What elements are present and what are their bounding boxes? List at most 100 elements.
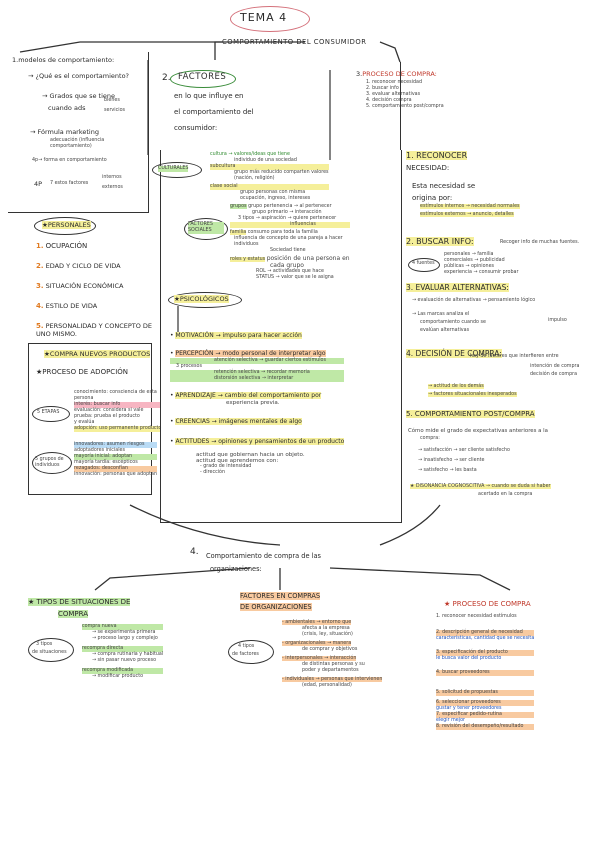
s3-title: 3. EVALUAR ALTERNATIVAS: <box>406 283 509 292</box>
etapas-oval <box>32 406 70 422</box>
c2-subtitle: DE ORGANIZACIONES <box>240 603 312 611</box>
factores-org-oval <box>228 640 274 664</box>
fuentes-oval <box>408 258 440 272</box>
proceso-title: 3.PROCESO DE COMPRA: <box>356 70 437 78</box>
personales-item: 5. PERSONALIDAD Y CONCEPTO DE UNO MISMO. <box>36 322 153 338</box>
c1-d: de situaciones <box>32 650 67 655</box>
culturales-oval <box>152 162 202 178</box>
personales-list: 1. OCUPACIÓN 2. EDAD Y CICLO DE VIDA 3. … <box>36 238 156 338</box>
s5-b: Cómo mide el grado de expectativas anter… <box>408 428 548 434</box>
q5a: 4P <box>34 180 43 188</box>
s1-desc2: origina por: <box>412 194 453 202</box>
grupos-oval <box>32 452 72 474</box>
modelos-box <box>8 52 149 213</box>
q3b: comportamiento) <box>50 144 92 149</box>
modelos-heading: 1.modelos de comportamiento: <box>12 56 115 64</box>
s4-d: decisión de compra <box>530 372 578 377</box>
org-title: Comportamiento de compra de las <box>206 552 321 560</box>
q2a: → Grados que se tiene <box>42 92 115 100</box>
personales-oval <box>34 217 96 235</box>
proceso-divider <box>400 62 402 150</box>
q4: 4p→ forma en comportamiento <box>32 158 107 163</box>
s2-title: 2. BUSCAR INFO: <box>406 237 474 246</box>
s4-e: → actitud de los demás <box>428 384 484 389</box>
c2-c: 4 tipos <box>238 644 255 649</box>
c2-title: FACTORES EN COMPRAS <box>240 592 321 600</box>
s5-c: compra: <box>420 436 440 441</box>
q5d: externos <box>102 185 123 190</box>
tipos-oval <box>28 638 74 662</box>
s4-c: intención de compra <box>530 364 580 369</box>
grupos-label: 5 grupos de individuos <box>35 457 64 468</box>
c2-list: - ambientales → entorno que afecta a la … <box>282 620 383 688</box>
personales-title: ★PERSONALES <box>42 221 91 229</box>
culturales-label: CULTURALES <box>158 166 189 172</box>
c1-subtitle: COMPRA <box>58 610 89 618</box>
etapas-label: 5 ETAPAS <box>37 410 60 415</box>
org-title2: organizaciones: <box>210 565 262 573</box>
compra-box <box>28 343 152 495</box>
s3-f: impulso <box>548 318 567 323</box>
s3-d: comportamiento cuando se <box>420 320 486 325</box>
factores-num: 2. <box>162 73 171 83</box>
sociales-details: grupos grupo pertenencia → al pertenecer… <box>230 204 350 280</box>
personales-item: 3. SITUACIÓN ECONÓMICA <box>36 282 124 290</box>
factores-desc1: en lo que influye en <box>174 92 244 100</box>
s1-f: estímulos externos → anuncio, detalles <box>420 212 514 217</box>
s4-b: hay de factores que interfieren entre <box>470 354 559 359</box>
q5b: 7 estos factores <box>50 181 89 186</box>
sociales-oval <box>184 218 228 240</box>
personales-item: 4. ESTILO DE VIDA <box>36 302 98 310</box>
c1-list: compra nueva → se experimenta primera → … <box>82 624 164 679</box>
q2b: cuando ads <box>48 104 86 112</box>
s5-d: → satisfacción → ser cliente satisfecho <box>418 448 510 453</box>
s5-f: → satisfecho → les basta <box>418 468 477 473</box>
c1-c: 3 tipos <box>36 642 53 647</box>
s5-title: 5. COMPORTAMIENTO POST/COMPRA <box>406 410 535 418</box>
q5c: internos <box>102 175 122 180</box>
title-oval <box>230 6 310 32</box>
q3: → Fórmula marketing <box>30 128 99 136</box>
page-title: TEMA 4 <box>240 11 288 24</box>
s1-e: estímulos internos → necesidad normales <box>420 204 520 209</box>
c2-d: de factores <box>232 652 259 657</box>
page-subtitle: COMPORTAMIENTO DEL CONSUMIDOR <box>222 38 367 46</box>
factores-desc2: el comportamiento del <box>174 108 254 116</box>
s3-c: → Las marcas analiza el <box>412 312 470 317</box>
factores-title: FACTORES <box>178 72 227 82</box>
compra-title: ★COMPRA NUEVOS PRODUCTOS <box>44 350 151 358</box>
compra-subtitle: ★PROCESO DE ADOPCIÓN <box>36 368 129 376</box>
etapas-lines: conocimiento: consciencia de esta person… <box>74 390 162 432</box>
org-num: 4. <box>190 547 199 557</box>
factores-frame <box>160 150 402 523</box>
culturales-details: cultura → valores/ideas que tiene indivi… <box>210 152 329 201</box>
s3-b: → evaluación de alternativas → pensamien… <box>412 298 536 303</box>
s4-f: → factores situacionales inesperados <box>428 392 517 397</box>
q1-text: → ¿Qué es el comportamiento? <box>28 72 130 80</box>
c3-list: 1. reconocer necesidad estímulos 2. desc… <box>436 614 535 730</box>
personales-item: 1. OCUPACIÓN <box>36 242 88 250</box>
proceso-list: 1. reconocer necesidad 2. buscar info 3.… <box>366 80 444 109</box>
factores-oval <box>170 70 236 88</box>
q3a: adecuación (influencia <box>50 138 105 143</box>
q2c: bienes <box>104 98 120 103</box>
s1-title: 1. RECONOCER <box>406 151 468 160</box>
grupos-lines: innovadores: asumen riesgos adoptadores … <box>74 442 158 477</box>
psico-details: • MOTIVACIÓN → impulso para hacer acción… <box>170 332 345 475</box>
s5-h: acertado en la compra <box>478 492 533 497</box>
sociales-label: FACTORES SOCIALES <box>188 222 224 234</box>
s3-e: evalúan alternativas <box>420 328 470 333</box>
s2-desc: Recoger info de muchas fuentes. <box>500 240 580 245</box>
s5-e: → insatisfecho → ser cliente <box>418 458 485 463</box>
fuentes-label: 4 fuentes <box>412 261 435 266</box>
c1-title: ★ TIPOS DE SITUACIONES DE <box>28 598 131 606</box>
psico-oval <box>168 292 242 308</box>
s1-desc1: Esta necesidad se <box>412 182 476 190</box>
s4-title: 4. DECISIÓN DE COMPRA: <box>406 349 502 358</box>
c3-title: ★ PROCESO DE COMPRA <box>444 600 531 608</box>
s1-sub: NECESIDAD: <box>406 164 450 172</box>
factores-desc3: consumidor: <box>174 124 218 132</box>
psico-label: ★PSICOLÓGICOS <box>174 295 229 303</box>
q2d: servicios <box>104 108 125 113</box>
s5-g: ★ DISONANCIA COGNOSCITIVA → cuando se du… <box>410 484 551 489</box>
